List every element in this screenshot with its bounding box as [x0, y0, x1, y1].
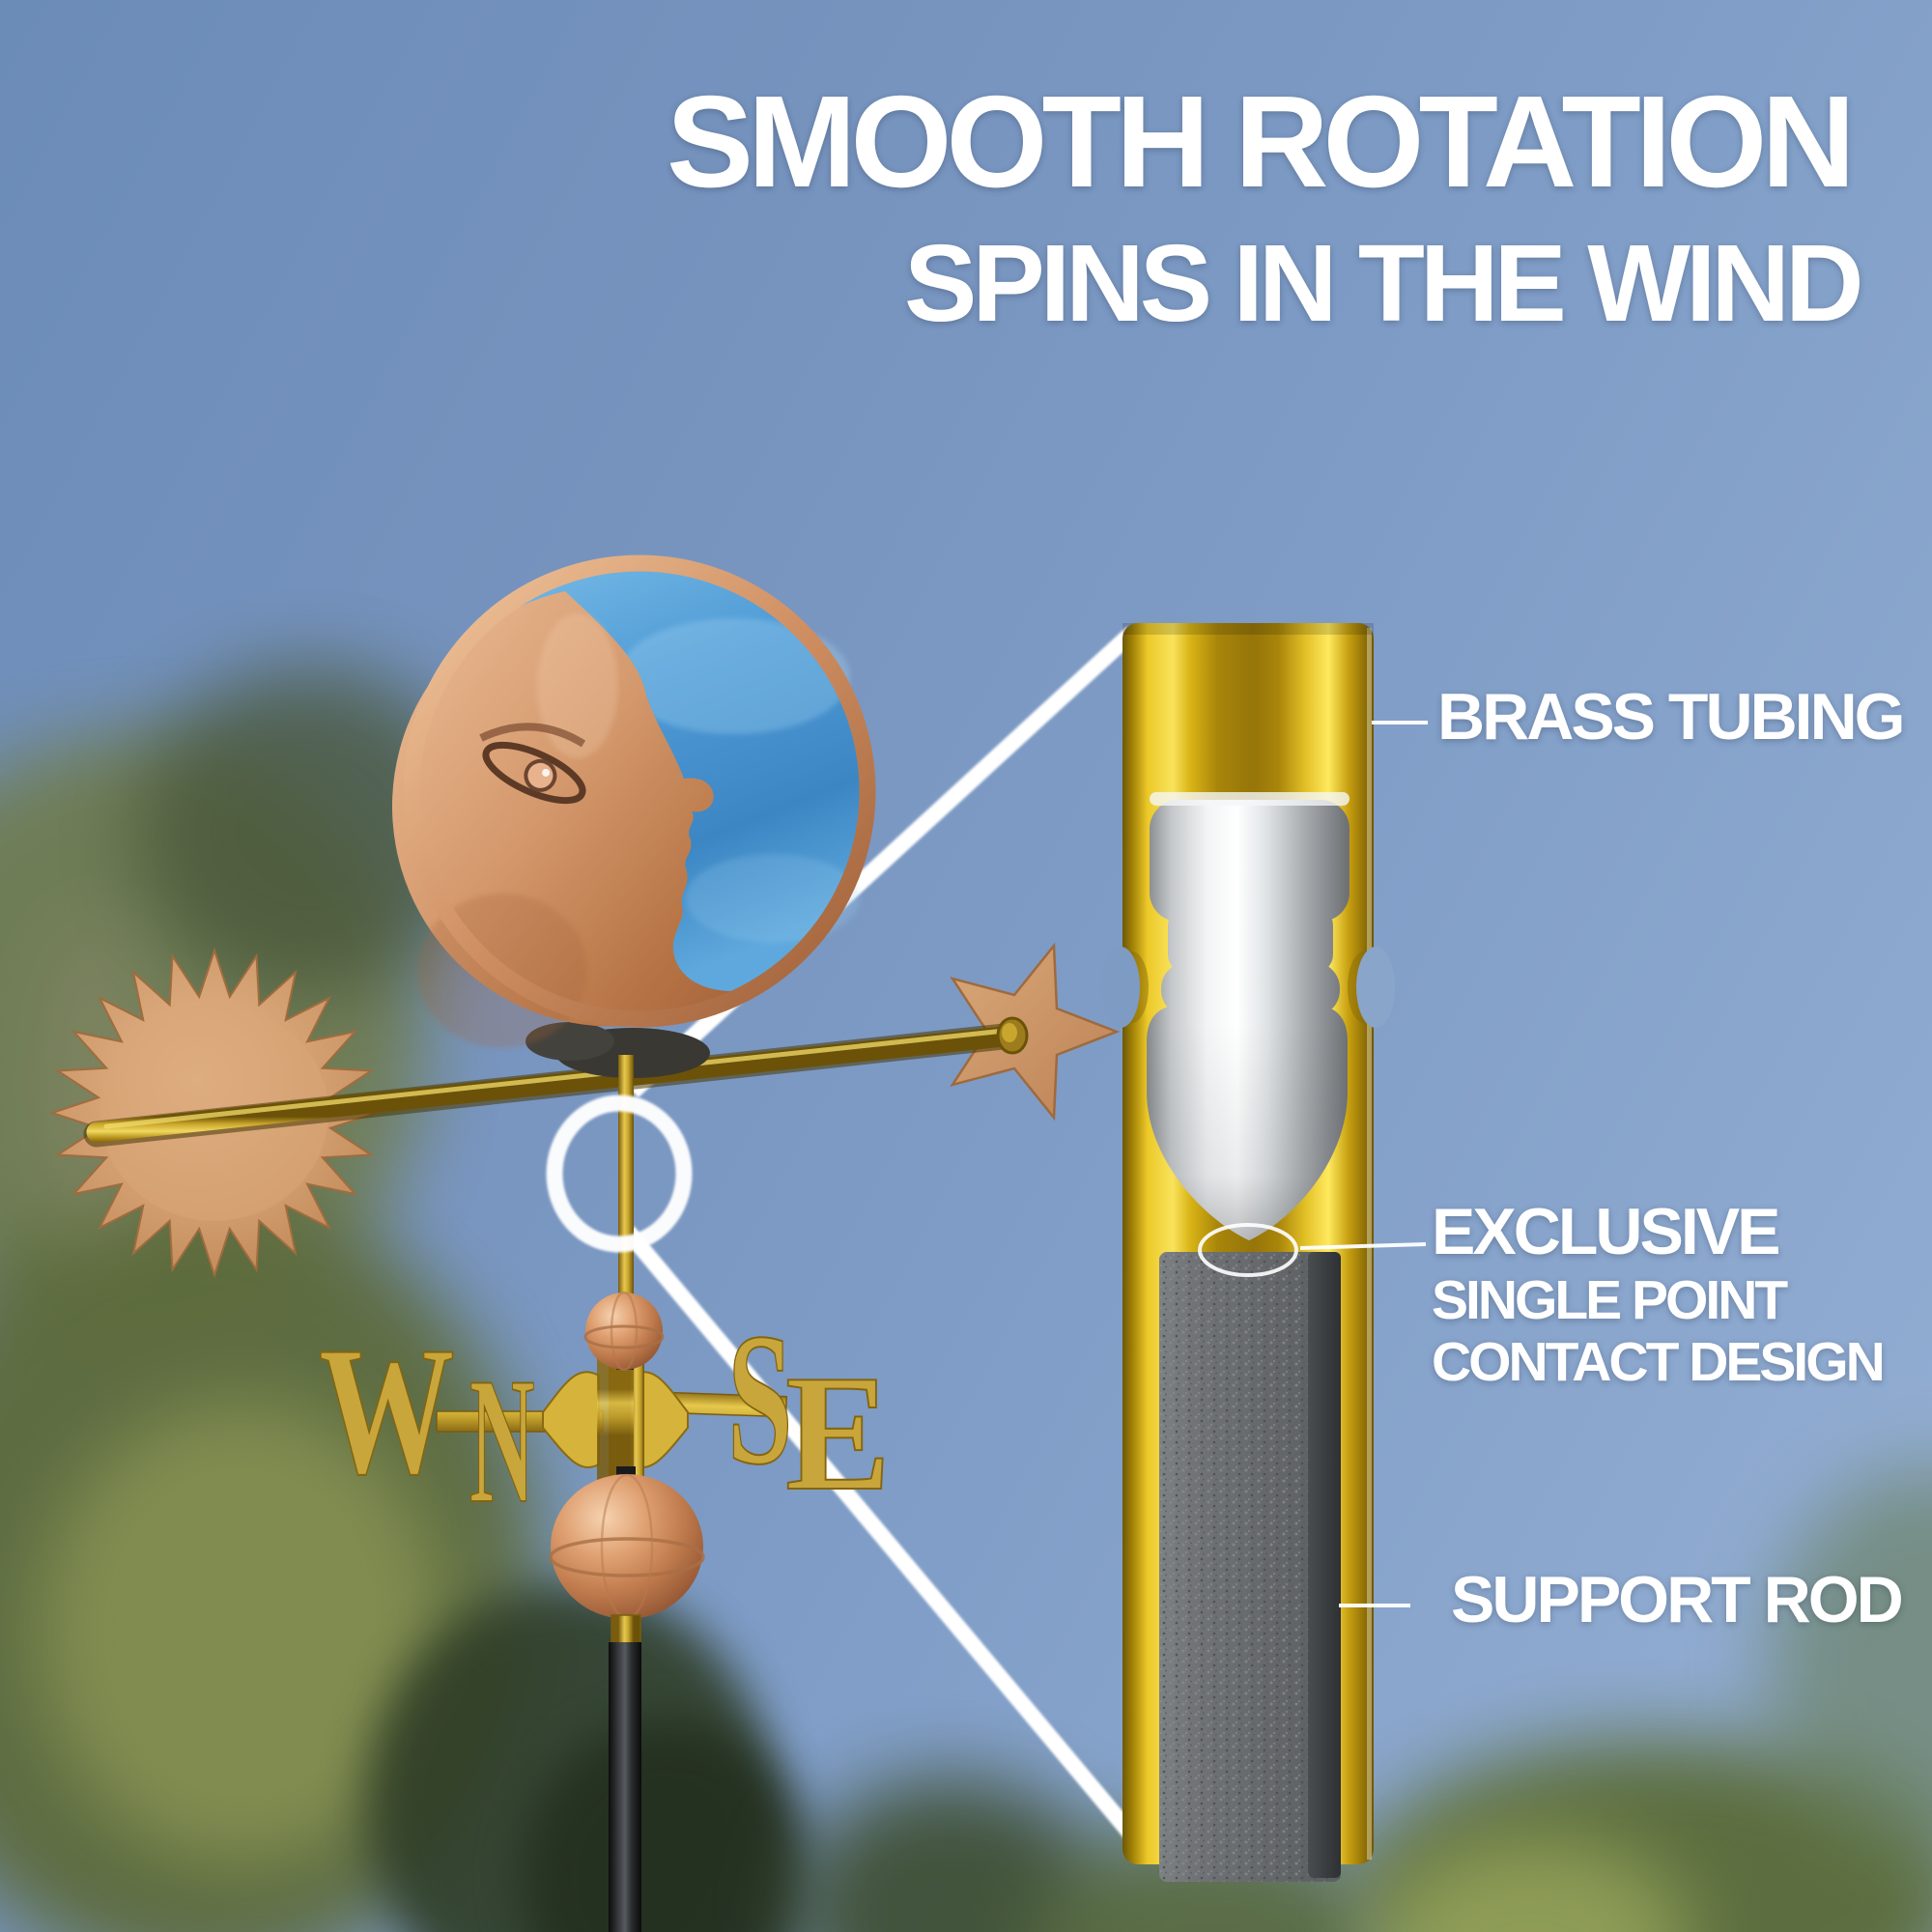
- small-copper-ball: [585, 1293, 663, 1370]
- exclusive-label-line2: SINGLE POINT: [1432, 1269, 1788, 1331]
- moon-brow: [479, 723, 586, 748]
- directional-letter-north: N: [469, 1340, 535, 1540]
- weathervane-photo: W N S E: [48, 554, 1121, 1932]
- directional-letter-west: W: [319, 1310, 455, 1513]
- directional-letter-east: E: [785, 1342, 891, 1525]
- headline-title: SMOOTH ROTATION: [667, 69, 1856, 214]
- connector-line-top: [627, 626, 1138, 1098]
- headline-subtitle: SPINS IN THE WIND: [904, 222, 1864, 344]
- exclusive-label-line1: EXCLUSIVE: [1432, 1195, 1780, 1268]
- finial-balls: [549, 1291, 705, 1932]
- moon-ring: [403, 554, 876, 1028]
- directional-hub: [542, 1357, 689, 1481]
- crimp-notch-right: [1356, 947, 1395, 1028]
- arrow-rod: [83, 1016, 1029, 1148]
- connector-line-bottom: [621, 1226, 1139, 1841]
- moon-eye: [482, 741, 586, 805]
- contact-point-circle: [1198, 1223, 1298, 1277]
- moon-ornament: [391, 554, 876, 1048]
- exclusive-label-line3: CONTACT DESIGN: [1432, 1331, 1886, 1393]
- pivot-rod: [618, 1055, 634, 1323]
- directional-letter-south: S: [727, 1295, 793, 1504]
- large-copper-ball: [551, 1474, 703, 1619]
- pivot-highlight-circle: [546, 1094, 693, 1253]
- crimp-notch-left: [1101, 947, 1140, 1028]
- contact-design-tick: [1299, 1242, 1427, 1250]
- callout-tick-lines: [1299, 721, 1428, 1607]
- support-rod-graphic: [1159, 1252, 1341, 1882]
- mounting-pole: [609, 1642, 641, 1932]
- steel-spindle-tip: [1147, 792, 1350, 1240]
- support-rod-label: SUPPORT ROD: [1451, 1563, 1904, 1636]
- brass-tubing-label: BRASS TUBING: [1437, 680, 1906, 753]
- directional-assembly: W N S E: [318, 1294, 892, 1541]
- cutaway-diagram: [1101, 623, 1428, 1882]
- magnifier-connector-lines: [621, 626, 1139, 1841]
- brass-ferrule: [611, 1614, 641, 1647]
- support-rod-shadow-strip: [1308, 1252, 1341, 1878]
